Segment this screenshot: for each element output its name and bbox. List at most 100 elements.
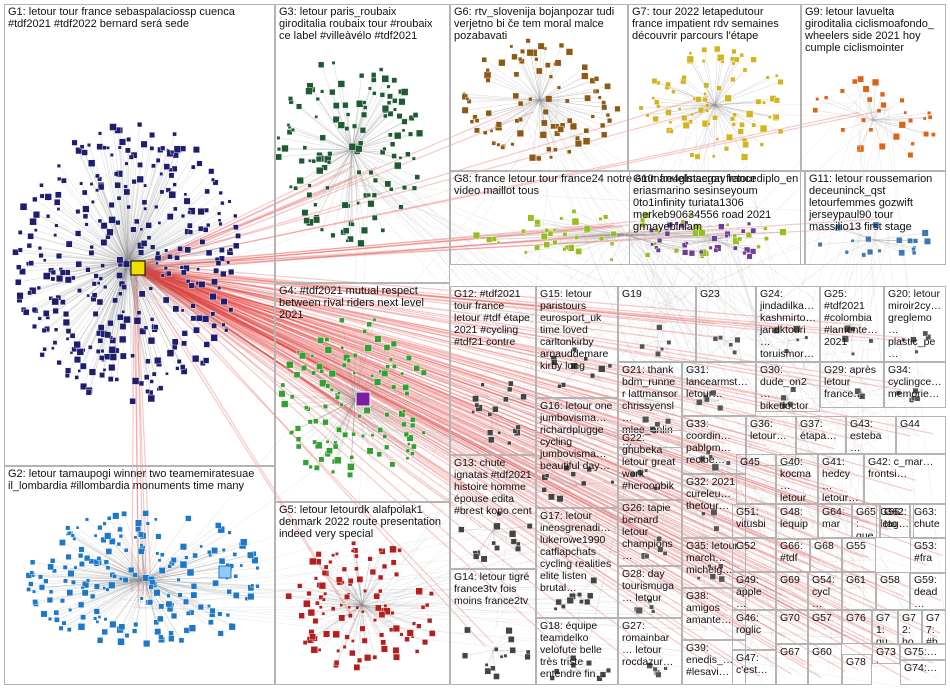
network-node — [694, 153, 701, 160]
network-node — [381, 105, 390, 113]
network-edge — [127, 154, 176, 263]
network-node — [149, 132, 156, 138]
network-node — [364, 654, 372, 662]
network-node — [334, 394, 340, 400]
network-node — [689, 152, 695, 158]
network-edge — [127, 261, 140, 313]
network-edge — [488, 99, 541, 114]
network-node — [850, 239, 855, 243]
network-edge — [335, 399, 356, 447]
network-node — [349, 649, 356, 657]
network-edge — [489, 234, 626, 240]
network-node — [521, 229, 526, 234]
network-edge — [135, 270, 667, 324]
network-node — [73, 565, 78, 570]
network-node — [509, 530, 517, 538]
network-edge — [311, 604, 363, 613]
network-edge — [624, 234, 692, 254]
network-node — [148, 584, 154, 590]
network-node — [32, 599, 38, 605]
network-edge — [140, 265, 892, 530]
network-node — [526, 523, 533, 529]
network-edge — [351, 149, 405, 188]
network-node — [380, 228, 386, 233]
network-edge — [135, 287, 882, 619]
network-edge — [116, 261, 129, 380]
network-node — [556, 495, 564, 503]
network-node — [907, 152, 914, 158]
network-edge — [539, 99, 610, 121]
network-node — [329, 89, 336, 96]
network-edge — [634, 232, 808, 598]
network-node — [97, 218, 103, 224]
network-node — [95, 349, 101, 354]
network-edge — [860, 79, 874, 121]
network-node — [379, 92, 385, 98]
network-node — [293, 371, 301, 378]
network-node — [515, 424, 521, 430]
network-node — [398, 98, 406, 106]
network-node — [180, 269, 187, 276]
network-edge — [624, 234, 704, 253]
group-cell-g74: G74:… — [900, 660, 946, 685]
network-node — [138, 290, 146, 298]
network-edge — [115, 515, 146, 581]
network-node — [345, 239, 350, 243]
network-node — [731, 122, 736, 127]
network-edge — [131, 588, 876, 591]
network-node — [199, 239, 206, 245]
network-edge — [136, 265, 861, 519]
network-node — [360, 226, 368, 234]
network-node — [100, 239, 108, 246]
network-edge — [714, 104, 781, 132]
network-edge — [539, 99, 568, 102]
network-edge — [714, 49, 718, 106]
network-edge — [361, 571, 374, 606]
network-node — [876, 108, 882, 113]
network-node — [132, 628, 138, 634]
network-node — [162, 296, 170, 304]
network-edge — [587, 228, 626, 236]
network-edge — [127, 261, 148, 392]
network-node — [515, 545, 521, 552]
group-cell-g59: G59: dead… — [910, 572, 946, 610]
network-edge — [127, 206, 157, 263]
network-edge — [874, 232, 926, 241]
network-edge — [102, 261, 129, 361]
network-node — [202, 227, 209, 233]
network-edge — [600, 218, 626, 236]
network-node — [171, 338, 179, 346]
network-node — [410, 422, 416, 429]
network-node — [332, 116, 340, 123]
network-node — [250, 583, 255, 588]
network-node — [217, 211, 222, 216]
network-edge — [122, 261, 129, 327]
network-edge — [135, 268, 888, 531]
network-edge — [361, 604, 397, 658]
network-node — [774, 73, 779, 78]
network-node — [149, 317, 155, 322]
network-edge — [291, 399, 356, 433]
network-edge — [377, 177, 800, 478]
network-node — [528, 97, 533, 102]
network-edge — [138, 264, 942, 602]
network-node — [178, 637, 185, 644]
network-node — [29, 570, 35, 575]
network-edge — [351, 149, 389, 185]
network-edge — [872, 119, 897, 137]
network-node — [581, 72, 589, 80]
group-label: G60 — [812, 646, 832, 658]
network-edge — [351, 149, 360, 173]
network-node — [67, 570, 75, 577]
group-label: G75:… — [904, 646, 938, 658]
network-node — [383, 603, 388, 608]
network-edge — [86, 224, 129, 263]
network-node — [323, 630, 331, 638]
network-edge — [74, 142, 129, 263]
network-edge — [504, 400, 640, 592]
network-edge — [714, 59, 737, 106]
network-node — [359, 73, 365, 79]
network-node — [184, 555, 189, 560]
network-node — [543, 241, 550, 248]
network-edge — [343, 411, 759, 638]
